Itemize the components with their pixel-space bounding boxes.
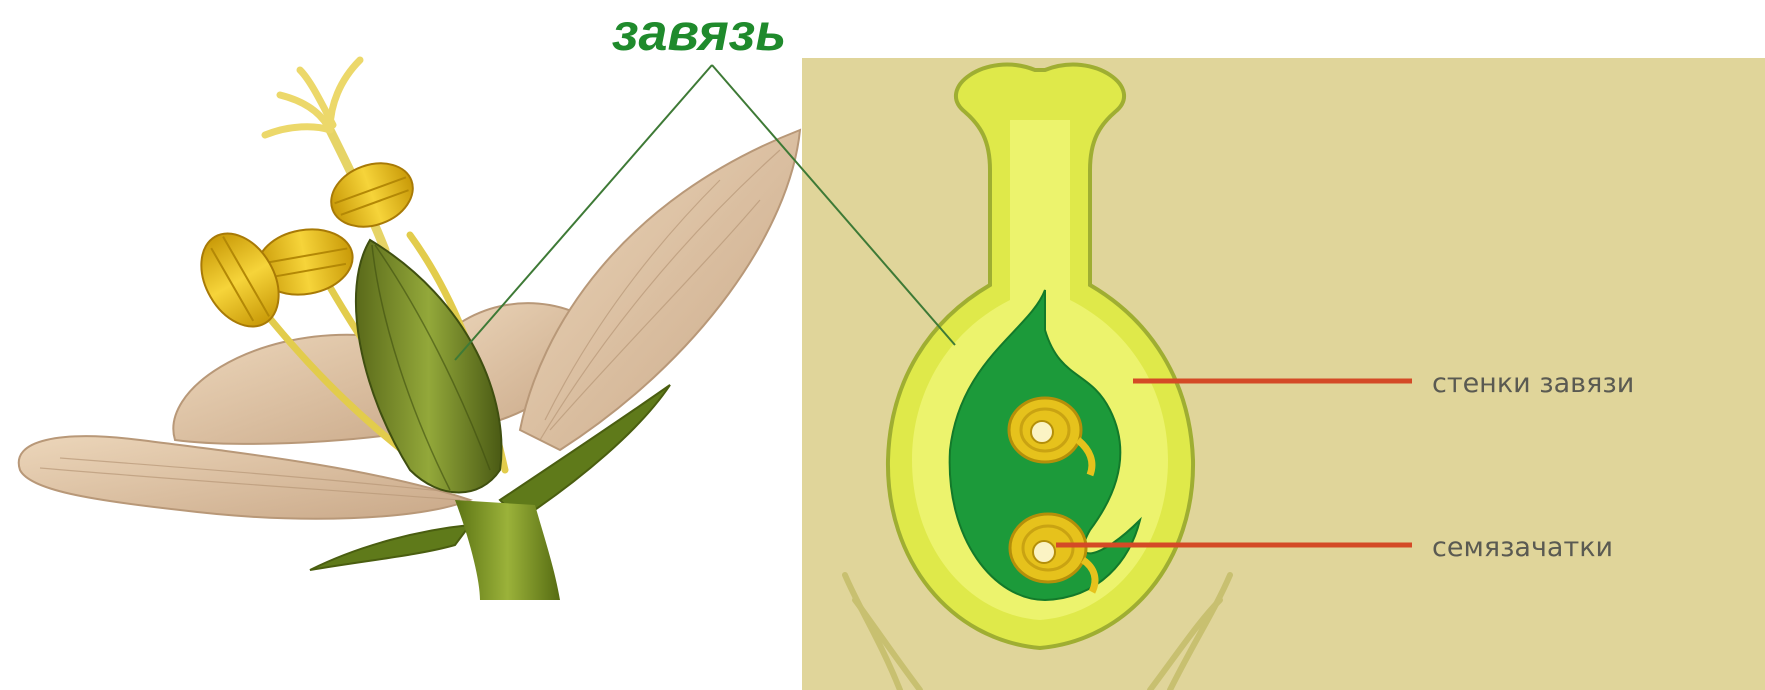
ovary-main-label: завязь bbox=[612, 4, 786, 62]
flower-stem bbox=[455, 500, 560, 600]
ovary-3d bbox=[356, 240, 502, 493]
petal-right bbox=[520, 130, 800, 450]
stigma bbox=[265, 60, 360, 135]
ovules-label: семязачатки bbox=[1432, 532, 1613, 563]
ovary-wall-label: стенки завязи bbox=[1432, 368, 1634, 399]
anther-top bbox=[322, 152, 421, 237]
flower-illustration bbox=[19, 60, 800, 600]
sepal-left bbox=[310, 525, 470, 570]
cross-section-panel: стенки завязи семязачатки bbox=[802, 58, 1765, 690]
